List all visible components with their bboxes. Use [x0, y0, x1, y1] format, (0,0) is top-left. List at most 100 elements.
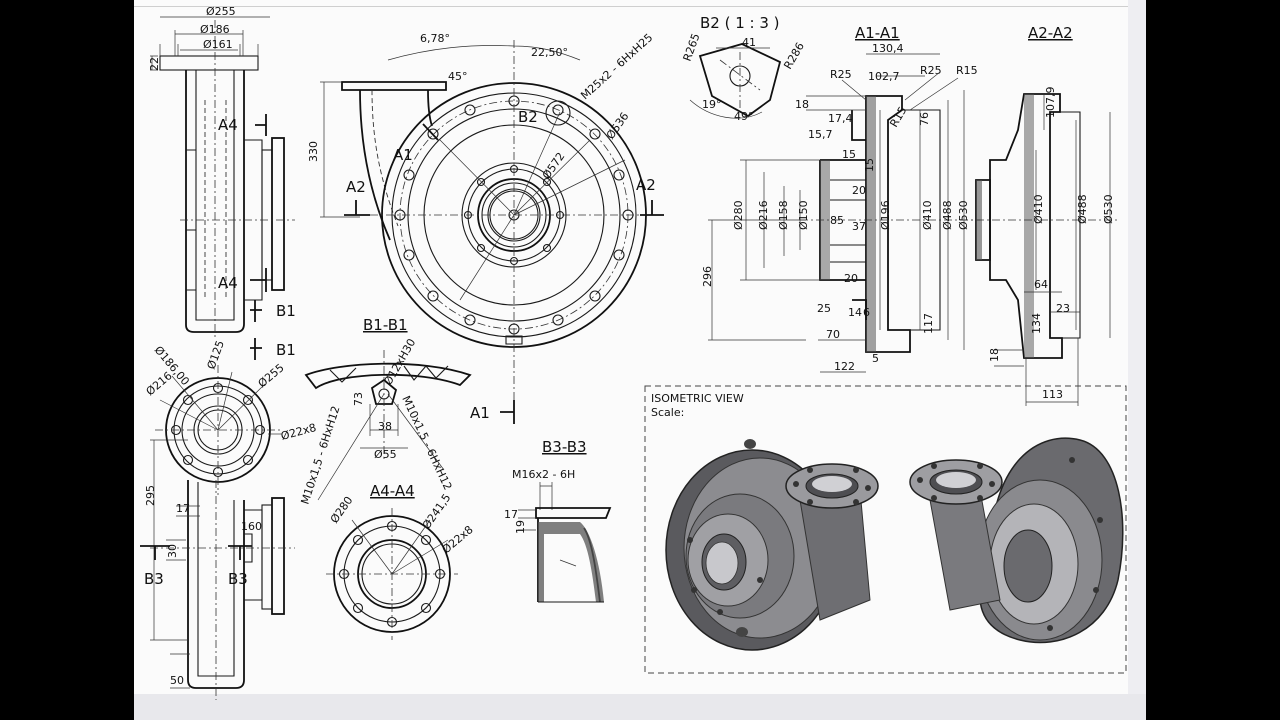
cut-mark-a4-top: A4 — [218, 116, 238, 134]
dim-d158: Ø158 — [777, 200, 790, 230]
dim-v17b: 17 — [504, 508, 518, 521]
iso-pump-right — [909, 437, 1124, 644]
sheet-top-border — [134, 6, 1128, 7]
dim-a678: 6,78° — [420, 32, 450, 45]
dim-v160: 160 — [241, 520, 262, 533]
cut-mark-b3-left: B3 — [144, 570, 164, 588]
cut-mark-b1-bottom: B1 — [276, 341, 296, 359]
dim-r265: R265 — [681, 32, 703, 63]
dim-v5: 5 — [872, 352, 879, 365]
dim-d255b: Ø255 — [256, 361, 287, 390]
dim-d55: Ø55 — [374, 448, 397, 461]
dim-v85: 85 — [830, 214, 844, 227]
dim-v134: 134 — [1030, 313, 1043, 334]
dim-d216: Ø216 — [757, 200, 770, 230]
dim-v113: 113 — [1042, 388, 1063, 401]
dim-d488b: Ø488 — [1076, 194, 1089, 224]
section-b1: B1-B1 38 Ø55 73 Ø12xH30 M10x1,5 - 6HxH12… — [298, 316, 472, 506]
dim-a49: 49° — [734, 110, 754, 123]
title-b1: B1-B1 — [363, 316, 408, 334]
dim-a45: 45° — [448, 70, 468, 83]
detail-b2: B2 ( 1 : 3 ) 41 R265 R286 19° 49° — [681, 14, 807, 123]
dim-d22x8: Ø22x8 — [279, 421, 317, 443]
dim-a19: 19° — [702, 98, 722, 111]
dim-v6: 6 — [863, 306, 870, 319]
cut-mark-a1-bottom: A1 — [470, 404, 490, 422]
dim-v19: 19 — [514, 520, 527, 534]
iso-title: ISOMETRIC VIEW — [651, 392, 744, 405]
dim-v330: 330 — [307, 141, 320, 162]
title-a4: A4-A4 — [370, 482, 415, 500]
dim-d2415: Ø241,5 — [420, 491, 454, 531]
dim-v76: 76 — [918, 112, 931, 126]
dim-d410b: Ø410 — [1032, 194, 1045, 224]
dim-d280b: Ø280 — [328, 494, 356, 526]
dim-r15a: R15 — [956, 64, 978, 77]
dim-d530b: Ø530 — [1102, 194, 1115, 224]
dim-v50: 50 — [170, 674, 184, 687]
dim-m16: M16x2 - 6H — [512, 468, 575, 481]
dim-v14: 14 — [848, 306, 862, 319]
dim-v295: 295 — [144, 485, 157, 506]
dim-v157: 15,7 — [808, 128, 833, 141]
dim-v1027: 102,7 — [868, 70, 900, 83]
dim-v1304: 130,4 — [872, 42, 904, 55]
dim-d196: Ø196 — [879, 200, 892, 230]
right-margin-strip — [1128, 0, 1146, 720]
cut-mark-b3-right: B3 — [228, 570, 248, 588]
dim-d255: Ø255 — [206, 5, 236, 18]
dim-d150: Ø150 — [797, 200, 810, 230]
iso-pump-left — [665, 439, 879, 651]
dim-v37: 37 — [852, 220, 866, 233]
iso-scale: Scale: — [651, 406, 684, 419]
dim-v17: 17 — [176, 502, 190, 515]
dim-v73: 73 — [352, 392, 365, 406]
flange-view: Ø186,00 Ø125 Ø255 Ø216 Ø22x8 — [144, 339, 318, 495]
cut-mark-b2: B2 — [518, 108, 538, 126]
dim-d536: Ø536 — [604, 110, 632, 142]
dim-m25: M25x2 - 6HxH25 — [578, 31, 655, 102]
dim-v70: 70 — [826, 328, 840, 341]
dim-v20b: 20 — [844, 272, 858, 285]
dim-v20a: 20 — [852, 184, 866, 197]
dim-d22x8b: Ø22x8 — [440, 523, 476, 556]
dim-d12h30: Ø12xH30 — [381, 336, 418, 387]
cut-mark-a4-bottom: A4 — [218, 274, 238, 292]
dim-v25: 25 — [817, 302, 831, 315]
section-b3: B3-B3 M16x2 - 6H 17 19 — [504, 438, 612, 603]
dim-v18a: 18 — [795, 98, 809, 111]
dim-v122: 122 — [834, 360, 855, 373]
dim-d125: Ø125 — [205, 339, 227, 371]
dim-v1079: 107,9 — [1044, 87, 1057, 119]
dim-d280: Ø280 — [732, 200, 745, 230]
section-a1: A1-A1 130,4 102,7 R25 R25 R15 R15 18 17,… — [701, 24, 980, 373]
title-b2: B2 ( 1 : 3 ) — [700, 14, 780, 32]
dim-d161: Ø161 — [203, 38, 233, 51]
cut-mark-a1-top: A1 — [393, 146, 413, 164]
dim-d530: Ø530 — [957, 200, 970, 230]
isometric-view-box: ISOMETRIC VIEW Scale: — [644, 385, 1127, 674]
dim-v38: 38 — [378, 420, 392, 433]
dim-d186: Ø186 — [200, 23, 230, 36]
side-view-top: Ø255 Ø186 Ø161 22 A4 A4 B1 B1 — [148, 5, 296, 360]
dim-v64: 64 — [1034, 278, 1048, 291]
dim-r25b: R25 — [920, 64, 942, 77]
title-b3: B3-B3 — [542, 438, 587, 456]
title-a1: A1-A1 — [855, 24, 900, 42]
dim-v117: 117 — [922, 313, 935, 334]
dim-v296: 296 — [701, 266, 714, 287]
bottom-margin-strip — [134, 694, 1146, 720]
dim-m10b: M10x1,5 - 6HxH12 — [399, 394, 454, 492]
dim-v30: 30 — [166, 544, 179, 558]
section-a4: A4-A4 Ø280 Ø241,5 Ø22x8 — [326, 482, 476, 640]
dim-v23: 23 — [1056, 302, 1070, 315]
dim-v41: 41 — [742, 36, 756, 49]
dim-d488: Ø488 — [941, 200, 954, 230]
dim-r286: R286 — [781, 40, 807, 71]
cut-mark-b1-top: B1 — [276, 302, 296, 320]
dim-r15b: R15 — [887, 104, 909, 129]
dim-v22: 22 — [148, 57, 161, 71]
dim-d410: Ø410 — [921, 200, 934, 230]
title-a2: A2-A2 — [1028, 24, 1073, 42]
